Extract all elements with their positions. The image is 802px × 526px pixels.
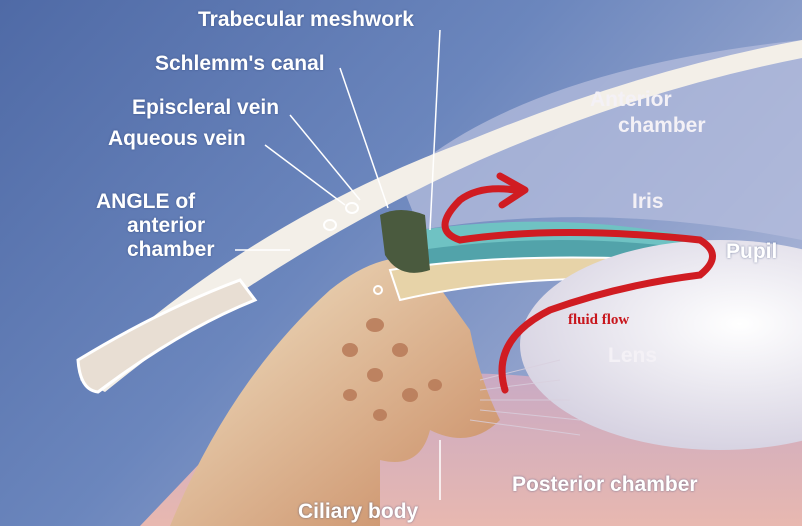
label-posterior-chamber: Posterior chamber	[512, 473, 698, 497]
label-aqueous-vein: Aqueous vein	[108, 127, 246, 151]
label-iris: Iris	[632, 190, 664, 214]
label-ciliary-body: Ciliary body	[298, 500, 418, 524]
label-trabecular-meshwork: Trabecular meshwork	[198, 8, 414, 32]
label-angle-line1: ANGLE of	[96, 190, 195, 214]
label-lens: Lens	[608, 344, 657, 368]
label-angle-line3: chamber	[127, 238, 215, 262]
label-fluid-flow: fluid flow	[568, 312, 629, 329]
label-episcleral-vein: Episcleral vein	[132, 96, 279, 120]
label-angle-line2: anterior	[127, 214, 205, 238]
label-anterior-chamber-line2: chamber	[618, 114, 706, 138]
label-pupil: Pupil	[726, 240, 777, 264]
label-anterior-chamber-line1: Anterior	[590, 88, 672, 112]
label-schlemms-canal: Schlemm's canal	[155, 52, 325, 76]
